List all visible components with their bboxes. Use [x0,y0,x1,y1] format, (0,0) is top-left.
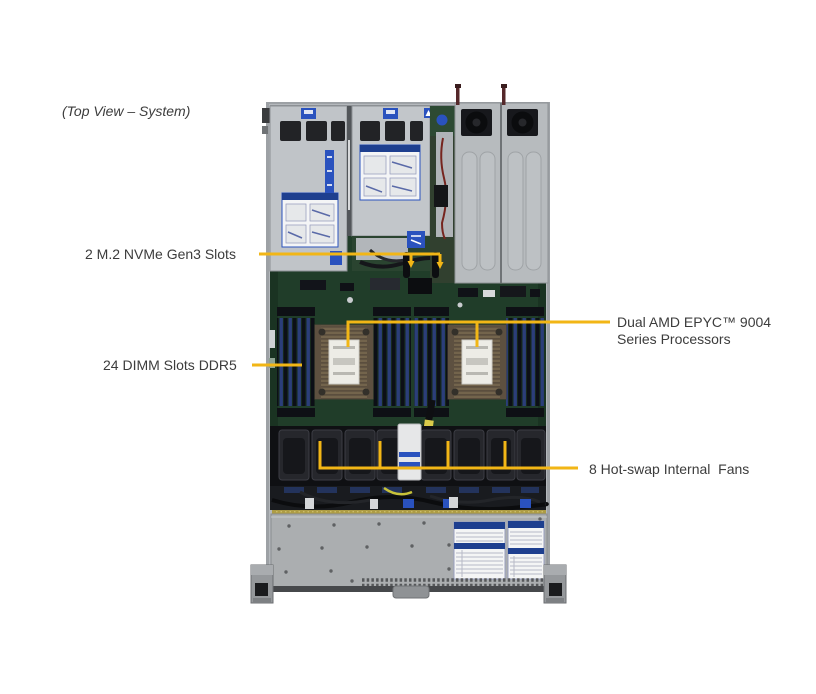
rack-ear-left [250,564,274,604]
m2-slot-1 [403,252,410,278]
callout-label-m2-slots: 2 M.2 NVMe Gen3 Slots [85,246,236,262]
cpu-heatsink-1 [314,324,374,400]
service-label-right [507,520,545,580]
view-caption: (Top View – System) [62,103,191,119]
callout-line-cpu [346,320,610,347]
rack-ear-right [543,564,567,604]
motherboard-components [300,252,540,308]
front-tab [392,585,430,599]
fan-power-bracket [397,423,422,481]
cable-area [270,486,549,514]
riser-shroud-left [269,105,348,272]
power-supplies [454,84,549,284]
m2-slot-2 [432,252,439,278]
callout-lines [252,252,610,470]
front-panel [270,513,548,592]
service-label-left [453,521,506,580]
callout-label-dimm-slots: 24 DIMM Slots DDR5 [103,357,237,373]
riser-shroud-center [351,105,433,237]
callout-line-fans [318,441,578,470]
callout-label-fans: 8 Hot-swap Internal Fans [589,461,750,477]
callout-label-processors: Dual AMD EPYC™ 9004 Series Processors [617,314,772,347]
